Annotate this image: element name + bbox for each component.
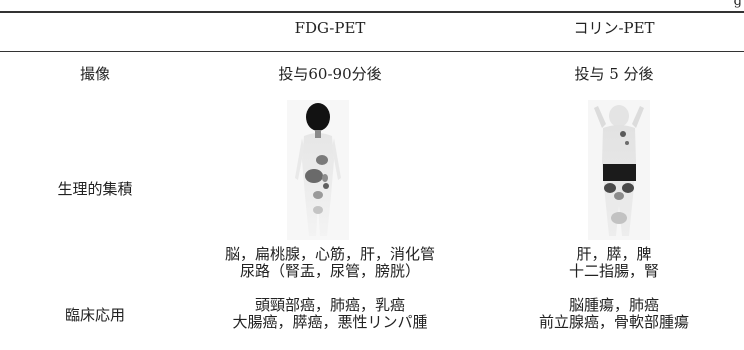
header-choline-pet: コリン-PET	[573, 19, 655, 37]
clinical-choline-line-2: 前立腺癌，骨軟部腫瘍	[538, 313, 689, 331]
row-label-physiological: 生理的集積	[57, 180, 133, 198]
header-fragment: g	[733, 0, 742, 9]
physio-choline-line-1: 肝，膵，脾	[576, 245, 652, 263]
clinical-fdg-line-2: 大腸癌，膵癌，悪性リンパ腫	[232, 313, 428, 331]
clinical-choline: 脳腫瘍，肺癌 前立腺癌，骨軟部腫瘍	[484, 297, 744, 331]
row-label-clinical: 臨床応用	[64, 306, 125, 324]
physio-choline: 肝，膵，脾 十二指腸，腎	[484, 246, 744, 280]
header-rule	[0, 51, 744, 52]
fdg-pet-image	[287, 100, 349, 240]
header-fdg-pet: FDG-PET	[294, 19, 366, 37]
choline-pet-image	[588, 100, 650, 240]
physio-choline-line-2: 十二指腸，腎	[568, 262, 659, 280]
physio-fdg: 脳，扁桃腺，心筋，肝，消化管 尿路（腎盂，尿管，膀胱）	[200, 246, 460, 280]
clinical-fdg: 頭頸部癌，肺癌，乳癌 大腸癌，膵癌，悪性リンパ腫	[200, 297, 460, 331]
clinical-choline-line-1: 脳腫瘍，肺癌	[568, 296, 659, 314]
physio-fdg-line-2: 尿路（腎盂，尿管，膀胱）	[239, 262, 420, 280]
imaging-fdg: 投与60-90分後	[278, 65, 382, 83]
clinical-fdg-line-1: 頭頸部癌，肺癌，乳癌	[254, 296, 405, 314]
top-rule	[0, 11, 744, 13]
row-label-imaging: 撮像	[79, 65, 110, 83]
imaging-choline: 投与 5 分後	[574, 65, 654, 83]
physio-fdg-line-1: 脳，扁桃腺，心筋，肝，消化管	[224, 245, 435, 263]
